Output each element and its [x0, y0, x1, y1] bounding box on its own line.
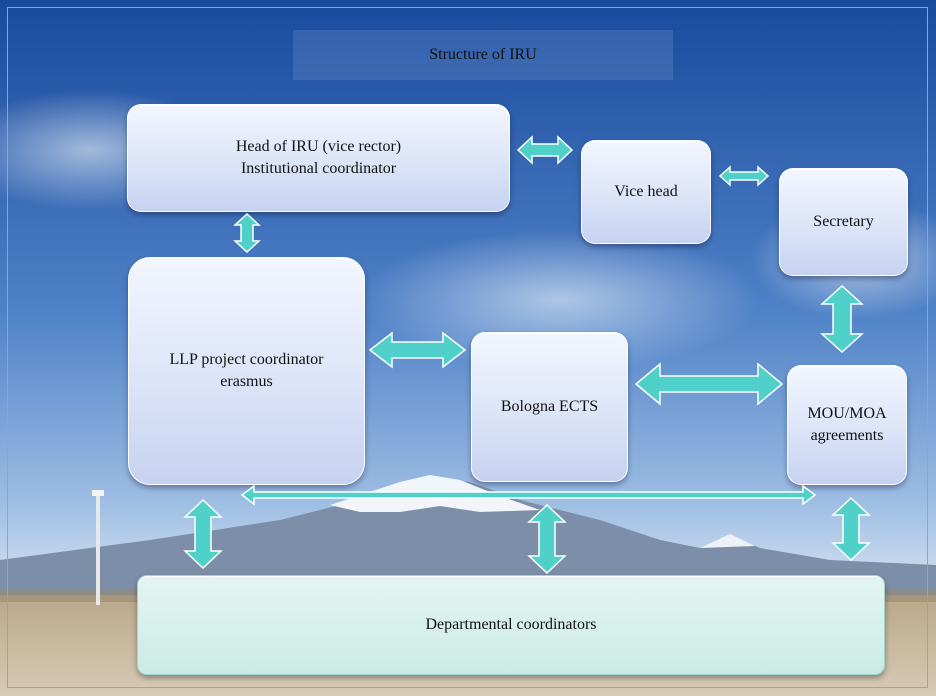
arrow-llp-mou: [240, 484, 817, 506]
pole: [96, 495, 100, 605]
node-llp-line2: erasmus: [220, 373, 273, 390]
arrow-llp-bologna: [368, 331, 467, 369]
node-llp: LLP project coordinator erasmus: [128, 257, 365, 485]
node-mou-line2: agreements: [810, 427, 884, 444]
cloud: [360, 230, 760, 370]
arrow-head-llp: [233, 212, 261, 254]
node-head-line1: Head of IRU (vice rector): [235, 138, 402, 155]
node-secretary: Secretary: [779, 168, 908, 276]
arrow-mou-departmental: [831, 496, 871, 562]
node-bologna-label: Bologna ECTS: [500, 398, 599, 415]
arrow-bologna-mou: [634, 362, 784, 406]
node-departmental: Departmental coordinators: [137, 575, 885, 675]
arrow-vice_head-secretary: [718, 165, 770, 187]
node-head-line2: Institutional coordinator: [240, 160, 397, 177]
node-mou: MOU/MOA agreements: [787, 365, 907, 485]
arrow-head-vice_head: [516, 135, 574, 165]
node-head: Head of IRU (vice rector) Institutional …: [127, 104, 510, 212]
arrow-bologna-departmental: [527, 503, 567, 575]
node-vice-head: Vice head: [581, 140, 711, 244]
arrow-secretary-mou: [820, 284, 864, 354]
node-llp-line1: LLP project coordinator: [169, 351, 324, 368]
node-mou-line1: MOU/MOA: [807, 405, 887, 422]
node-secretary-label: Secretary: [813, 213, 874, 230]
node-vice-head-label: Vice head: [614, 183, 678, 200]
pole-lamp: [92, 490, 104, 496]
diagram-title: Structure of IRU: [293, 30, 673, 80]
node-bologna: Bologna ECTS: [471, 332, 628, 482]
node-departmental-label: Departmental coordinators: [425, 616, 597, 633]
mountain-snow: [700, 534, 755, 548]
arrow-llp-departmental: [183, 498, 223, 570]
